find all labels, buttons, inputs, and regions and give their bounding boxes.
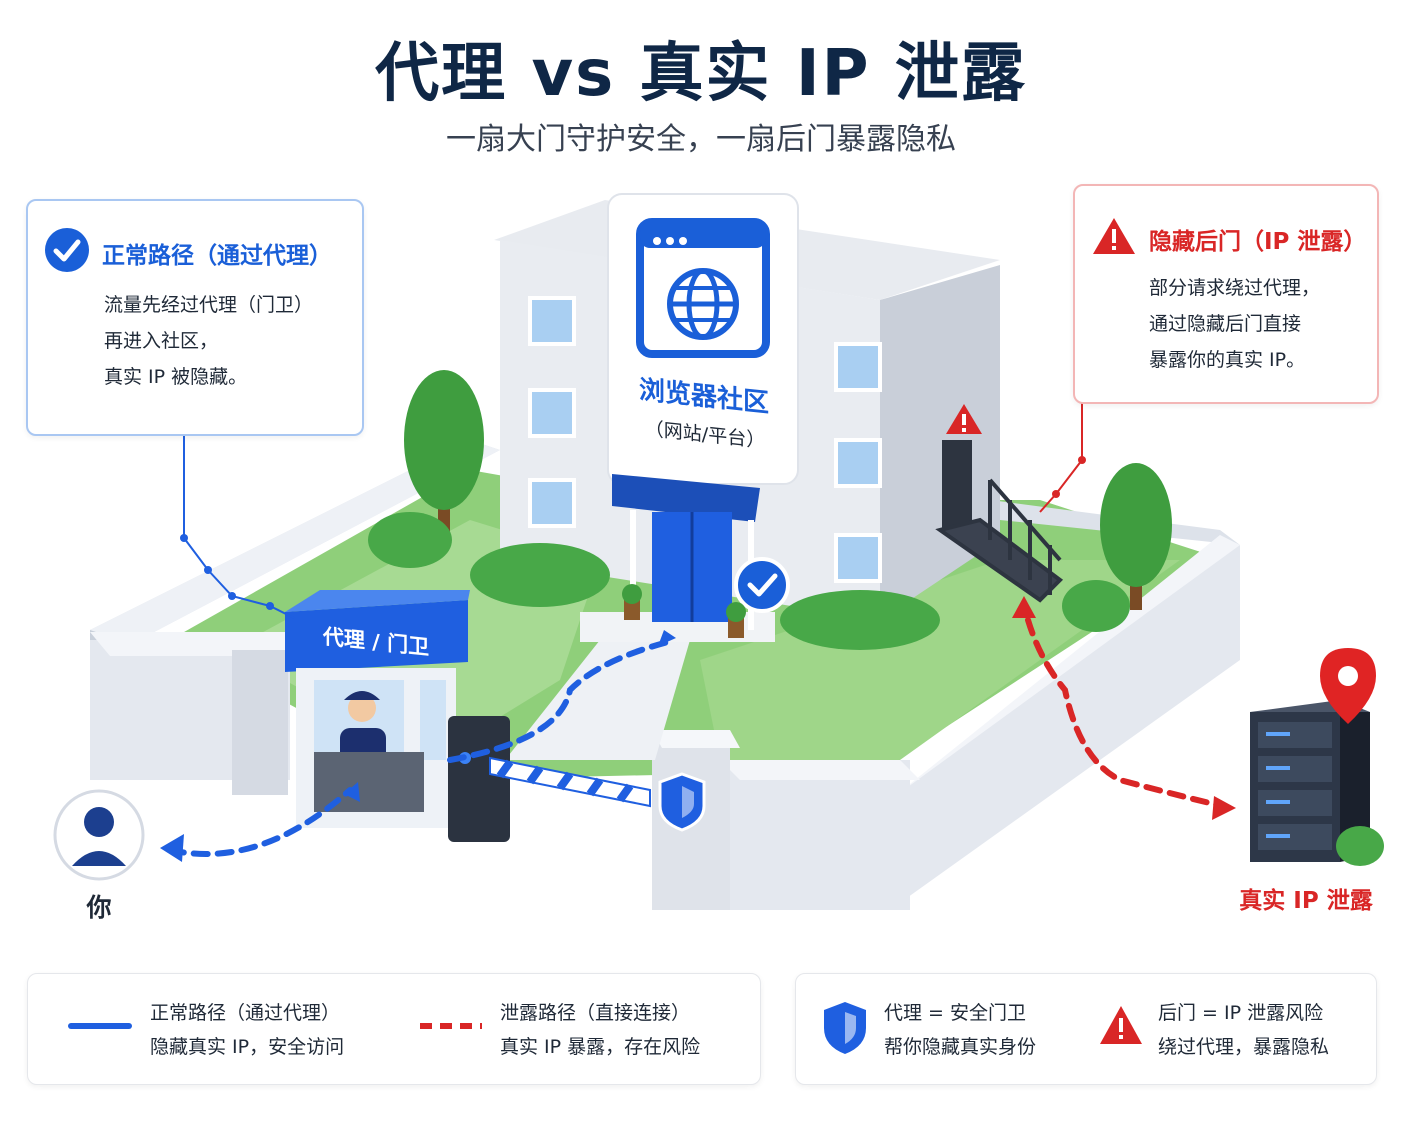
legend-backdoor: 后门 = IP 泄露风险 绕过代理，暴露隐私 bbox=[1158, 996, 1329, 1064]
legend-leak: 泄露路径（直接连接） 真实 IP 暴露，存在风险 bbox=[500, 996, 700, 1064]
page-subtitle: 一扇大门守护安全，一扇后门暴露隐私 bbox=[446, 122, 956, 157]
warning-triangle-icon bbox=[1091, 216, 1149, 262]
user-avatar-icon bbox=[53, 789, 145, 881]
booth-window-side bbox=[420, 680, 446, 760]
normal-card-connector bbox=[183, 432, 295, 619]
legend-paths: 正常路径（通过代理） 隐藏真实 IP，安全访问 泄露路径（直接连接） 真实 IP… bbox=[27, 973, 761, 1085]
leak-path-swatch bbox=[420, 1023, 482, 1029]
entry-path bbox=[505, 640, 690, 760]
tree-left bbox=[404, 370, 484, 540]
bush bbox=[1336, 826, 1384, 866]
window bbox=[834, 342, 882, 392]
window bbox=[834, 438, 882, 488]
door-awning bbox=[612, 474, 760, 522]
arrow-head bbox=[658, 630, 676, 646]
warning-triangle-icon bbox=[1098, 1004, 1144, 1050]
normal-card-line: 流量先经过代理（门卫） bbox=[104, 294, 314, 316]
leak-card-title: 隐藏后门（IP 泄露） bbox=[1149, 229, 1367, 255]
arrow-head bbox=[1012, 596, 1036, 618]
normal-path-swatch bbox=[68, 1023, 132, 1029]
leak-path-arrow bbox=[1025, 617, 1225, 809]
window bbox=[528, 478, 576, 528]
legend-proxy-desc: 帮你隐藏真实身份 bbox=[884, 1036, 1037, 1058]
check-circle-icon bbox=[44, 227, 102, 279]
arrow-head bbox=[344, 782, 360, 802]
check-badge-icon bbox=[734, 557, 790, 613]
bush bbox=[780, 590, 940, 650]
shield-icon bbox=[658, 772, 706, 832]
leak-card-connector bbox=[1039, 400, 1083, 513]
wall-front-right-cap bbox=[720, 760, 920, 780]
back-door bbox=[942, 440, 972, 530]
legend-backdoor-title: 后门 = IP 泄露风险 bbox=[1158, 1002, 1324, 1024]
legend-leak-title: 泄露路径（直接连接） bbox=[500, 1002, 691, 1024]
leak-card-body: 部分请求绕过代理， 通过隐藏后门直接 暴露你的真实 IP。 bbox=[1149, 270, 1320, 378]
bush bbox=[368, 512, 452, 568]
wall-left-top bbox=[90, 440, 500, 650]
tree-right bbox=[1100, 463, 1172, 610]
barrier-post bbox=[448, 716, 510, 842]
barrier-arm bbox=[489, 756, 651, 808]
location-pin-icon bbox=[1320, 648, 1376, 724]
pillar-left bbox=[232, 650, 288, 795]
normal-card-line: 再进入社区， bbox=[104, 330, 219, 352]
bush bbox=[470, 543, 610, 607]
legend-normal-title: 正常路径（通过代理） bbox=[150, 1002, 341, 1024]
legend-backdoor-desc: 绕过代理，暴露隐私 bbox=[1158, 1036, 1330, 1058]
wall-front-right bbox=[720, 760, 910, 910]
bush bbox=[1062, 580, 1130, 632]
leak-card-line: 暴露你的真实 IP。 bbox=[1149, 349, 1306, 371]
normal-card-header: 正常路径（通过代理） bbox=[44, 227, 332, 279]
leak-card-line: 部分请求绕过代理， bbox=[1149, 277, 1321, 299]
staircase bbox=[935, 478, 1064, 603]
server-rack-icon bbox=[1250, 700, 1370, 862]
arrow-head bbox=[160, 834, 184, 862]
leak-label: 真实 IP 泄露 bbox=[1239, 888, 1373, 914]
shield-icon bbox=[822, 1000, 868, 1060]
booth-roof bbox=[285, 600, 468, 672]
normal-card-body: 流量先经过代理（门卫） 再进入社区， 真实 IP 被隐藏。 bbox=[104, 287, 313, 395]
legend-proxy: 代理 = 安全门卫 帮你隐藏真实身份 bbox=[884, 996, 1036, 1064]
legend-roles: 代理 = 安全门卫 帮你隐藏真实身份 后门 = IP 泄露风险 绕过代理，暴露隐… bbox=[795, 973, 1377, 1085]
plant-pot bbox=[622, 584, 746, 638]
normal-card-line: 真实 IP 被隐藏。 bbox=[104, 366, 248, 388]
legend-normal: 正常路径（通过代理） 隐藏真实 IP，安全访问 bbox=[150, 996, 344, 1064]
normal-path-card: 正常路径（通过代理） 流量先经过代理（门卫） 再进入社区， 真实 IP 被隐藏。 bbox=[26, 199, 364, 436]
normal-card-title: 正常路径（通过代理） bbox=[102, 243, 332, 269]
pillar-gate-cap bbox=[652, 730, 740, 748]
legend-leak-desc: 真实 IP 暴露，存在风险 bbox=[500, 1036, 701, 1058]
legend-proxy-title: 代理 = 安全门卫 bbox=[884, 1002, 1026, 1024]
browser-globe-icon bbox=[636, 218, 770, 358]
warning-triangle-icon bbox=[946, 404, 982, 434]
legend-normal-desc: 隐藏真实 IP，安全访问 bbox=[150, 1036, 345, 1058]
leak-path-card: 隐藏后门（IP 泄露） 部分请求绕过代理， 通过隐藏后门直接 暴露你的真实 IP… bbox=[1073, 184, 1379, 404]
arrow-head bbox=[1212, 796, 1236, 820]
normal-path-arrow bbox=[167, 639, 671, 857]
grass-lawn-right bbox=[700, 560, 1180, 760]
leak-card-header: 隐藏后门（IP 泄露） bbox=[1091, 216, 1366, 262]
booth-roof-top bbox=[285, 590, 470, 612]
wall-right-face bbox=[890, 545, 1240, 910]
window bbox=[528, 296, 576, 346]
you-label: 你 bbox=[86, 893, 112, 922]
page-title: 代理 vs 真实 IP 泄露 bbox=[375, 37, 1027, 111]
window bbox=[834, 533, 882, 583]
leak-card-line: 通过隐藏后门直接 bbox=[1149, 313, 1302, 335]
window bbox=[528, 388, 576, 438]
